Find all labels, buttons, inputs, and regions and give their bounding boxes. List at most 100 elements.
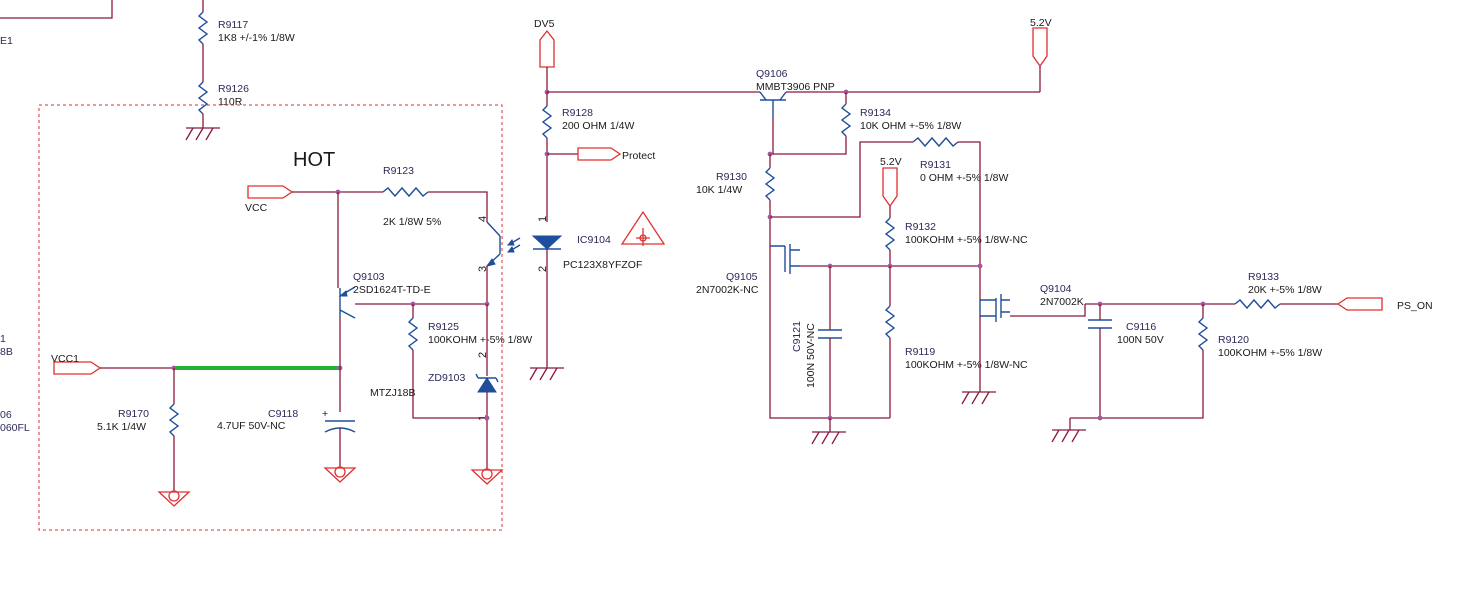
v52-top-port: 5.2V: [1030, 17, 1052, 68]
opto-pin-2: 2: [537, 266, 549, 272]
r9123-ref: R9123: [383, 165, 414, 177]
zd-pin-1: 1: [477, 415, 489, 421]
junction: [1097, 415, 1103, 421]
resistor-r9132: R9132 100KOHM +-5% 1/8W-NC: [884, 206, 1028, 268]
dv5-port: DV5: [534, 18, 555, 68]
ground-symbol: [470, 468, 504, 485]
c9121-ref: C9121: [791, 321, 803, 352]
r9120-ref: R9120: [1218, 334, 1249, 346]
ground-symbol: [811, 418, 846, 445]
zener-zd9103: 2 1 ZD9103 MTZJ18B: [370, 304, 499, 470]
protect-label: Protect: [622, 150, 655, 162]
q9105-source-wire: [769, 246, 890, 419]
capacitor-c9118: + C9118 4.7UF 50V-NC: [217, 408, 356, 468]
q9103-value: 2SD1624T-TD-E: [353, 284, 431, 296]
edge-fragment-06: 06: [0, 409, 12, 421]
junction: [977, 263, 983, 269]
zd9103-ref: ZD9103: [428, 372, 466, 384]
r9128-value: 200 OHM 1/4W: [562, 120, 634, 132]
ps-on-port: PS_ON: [1336, 297, 1433, 312]
resistor-r9133: R9133 20K +-5% 1/8W: [1234, 271, 1338, 310]
vcc-label: VCC: [245, 202, 268, 214]
r9120-value: 100KOHM +-5% 1/8W: [1218, 347, 1322, 359]
q9106-value: MMBT3906 PNP: [756, 81, 835, 93]
vcc-port: VCC: [245, 185, 294, 214]
v52-top-label: 5.2V: [1030, 17, 1052, 29]
r9126-value: 110R: [218, 96, 243, 108]
mosfet-q9104: Q9104 2N7002K: [979, 283, 1086, 322]
zd9103-value: MTZJ18B: [370, 387, 416, 399]
resistor-r9119: R9119 100KOHM +-5% 1/8W-NC: [884, 266, 1028, 418]
resistor-r9130: R9130 10K 1/4W: [696, 154, 776, 246]
protect-port: Protect: [577, 147, 655, 162]
opto-pin-1: 1: [537, 216, 549, 222]
r9132-ref: R9132: [905, 221, 936, 233]
r9133-ref: R9133: [1248, 271, 1279, 283]
mosfet-q9105: Q9105 2N7002K-NC: [696, 244, 980, 296]
edge-fragment-1: 1: [0, 333, 6, 345]
r9119-value: 100KOHM +-5% 1/8W-NC: [905, 359, 1028, 371]
v52-mid-port: 5.2V: [880, 156, 902, 208]
q9105-ref: Q9105: [726, 271, 758, 283]
hot-label: HOT: [293, 149, 335, 171]
r9125-value: 100KOHM +-5% 1/8W: [428, 334, 532, 346]
r9170-value: 5.1K 1/4W: [97, 421, 146, 433]
r9123-to-opto-wire: [428, 191, 488, 222]
resistor-r9126: R9126 110R: [197, 81, 249, 128]
r9130-ref: R9130: [716, 171, 747, 183]
r9130-value: 10K 1/4W: [696, 184, 742, 196]
opto-transistor-ic9104: 4 3: [477, 216, 521, 272]
ic9104-ref: IC9104: [577, 234, 611, 246]
r9128-ref: R9128: [562, 107, 593, 119]
safety-warning-icon: [620, 210, 666, 246]
opto-pin-4: 4: [477, 216, 489, 222]
resistor-r9123: R9123 2K 1/8W 5%: [382, 165, 441, 228]
r9131-feed-wire: [770, 141, 913, 218]
opto-pin-3: 3: [477, 266, 489, 272]
zd-pin-2: 2: [477, 352, 489, 358]
r9134-ref: R9134: [860, 107, 891, 119]
q9104-value: 2N7002K: [1040, 296, 1084, 308]
ground-symbol: [1051, 418, 1086, 443]
c9118-ref: C9118: [268, 408, 298, 420]
c9121-value: 100N 50V-NC: [805, 323, 817, 388]
c9116-value: 100N 50V: [1117, 334, 1164, 346]
edge-fragment-e1: E1: [0, 35, 13, 47]
r9131-value: 0 OHM +-5% 1/8W: [920, 172, 1008, 184]
q9104-ref: Q9104: [1040, 283, 1072, 295]
edge-fragment-8b: 8B: [0, 346, 13, 358]
resistor-r9131: R9131 0 OHM +-5% 1/8W: [912, 136, 1008, 300]
resistor-r9170: R9170 5.1K 1/4W: [97, 368, 180, 492]
led-ic9104: 1 2 IC9104 PC123X8YFZOF: [531, 216, 642, 368]
ground-symbol: [157, 490, 191, 507]
resistor-r9125: R9125 100KOHM +-5% 1/8W: [407, 304, 532, 419]
r9125-ref: R9125: [428, 321, 459, 333]
r9131-ref: R9131: [920, 159, 951, 171]
c9116-ref: C9116: [1126, 321, 1156, 333]
capacitor-c9116: C9116 100N 50V: [1088, 304, 1164, 418]
ps-on-label: PS_ON: [1397, 300, 1433, 312]
hot-region-box: [38, 104, 503, 531]
v52-mid-label: 5.2V: [880, 156, 902, 168]
r9170-ref: R9170: [118, 408, 149, 420]
r9117-value: 1K8 +/-1% 1/8W: [218, 32, 295, 44]
r9119-ref: R9119: [905, 346, 935, 358]
edge-fragment-060fl: 060FL: [0, 422, 30, 434]
ground-symbol: [185, 127, 220, 141]
q9105-value: 2N7002K-NC: [696, 284, 759, 296]
ground-symbol: [529, 367, 564, 381]
dv5-label: DV5: [534, 18, 555, 30]
vcc1-label: VCC1: [51, 353, 79, 365]
r9132-value: 100KOHM +-5% 1/8W-NC: [905, 234, 1028, 246]
vcc1-port: VCC1: [51, 353, 102, 375]
top-left-wire: [0, 0, 113, 19]
r9133-value: 20K +-5% 1/8W: [1248, 284, 1322, 296]
ground-symbol: [323, 466, 357, 483]
transistor-q9106: Q9106 MMBT3906 PNP: [756, 68, 835, 118]
junction: [484, 415, 490, 421]
r9126-ref: R9126: [218, 83, 249, 95]
capacitor-c9121: C9121 100N 50V-NC: [791, 266, 842, 418]
q9106-base-wire: [770, 118, 774, 155]
c9118-plus: +: [322, 408, 328, 420]
